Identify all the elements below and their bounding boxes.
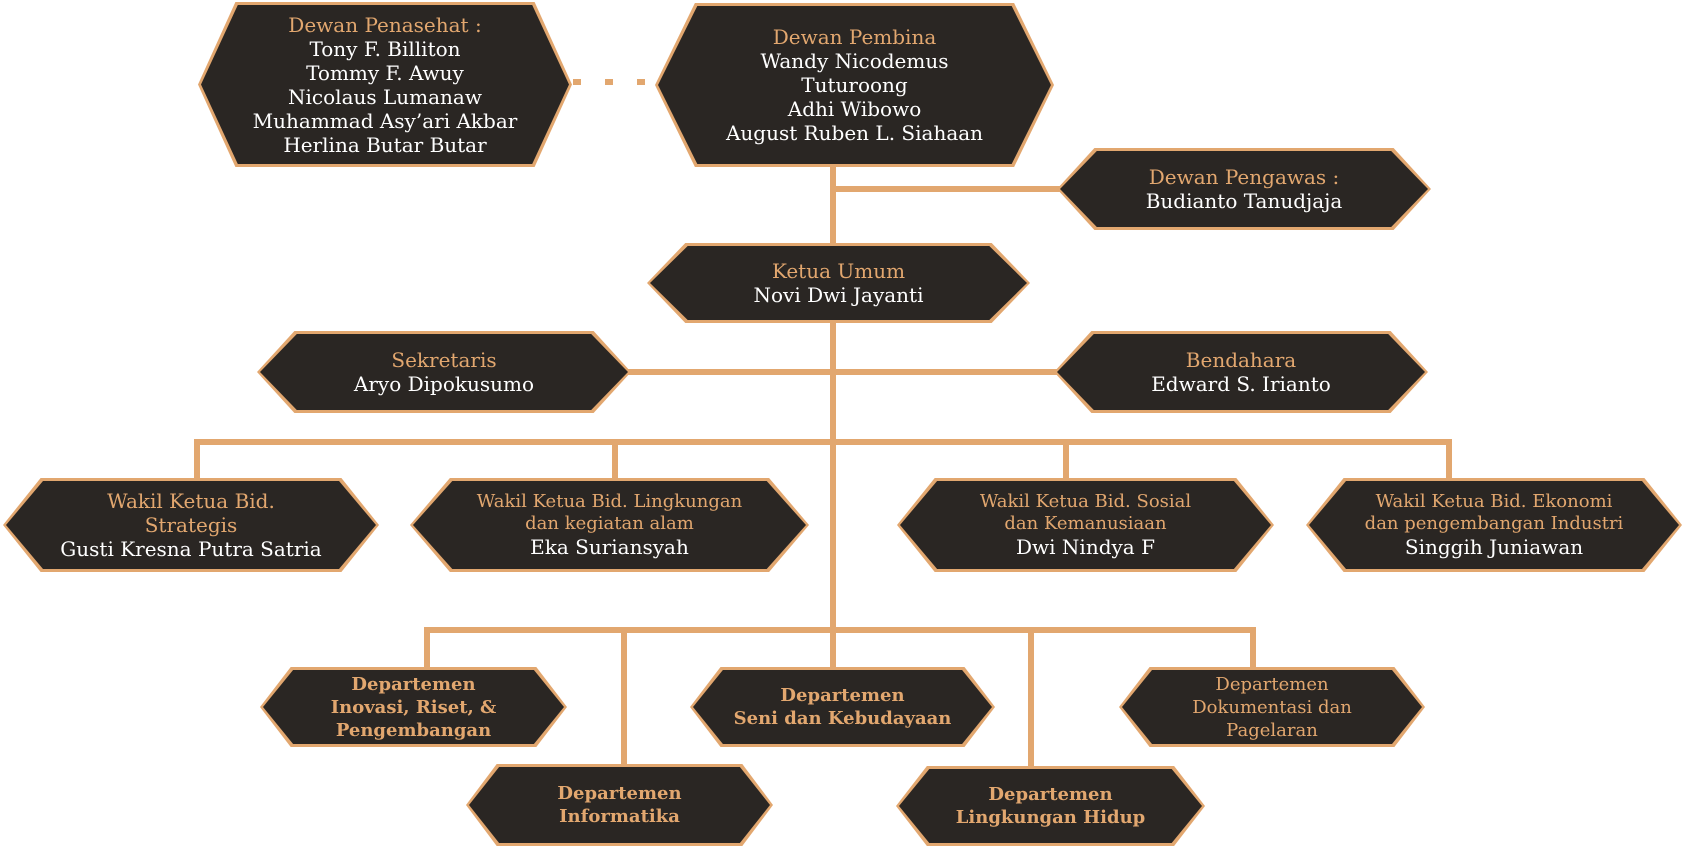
ketua-umum-name: Novi Dwi Jayanti <box>753 283 924 307</box>
wakil-ketua-title: Wakil Ketua Bid. Ekonomi <box>1375 491 1613 512</box>
dewan-penasehat-member: Tommy F. Awuy <box>306 60 464 85</box>
wakil-ketua-name: Singgih Juniawan <box>1404 535 1584 559</box>
dewan-penasehat-box: Dewan Penasehat : Tony F. Billiton Tommy… <box>198 2 572 167</box>
dewan-penasehat-member: Herlina Butar Butar <box>283 132 487 157</box>
dewan-penasehat-member: Tony F. Billiton <box>309 36 461 61</box>
dewan-pembina-member: Adhi Wibowo <box>787 97 922 121</box>
dewan-penasehat-member: Muhammad Asy’ari Akbar <box>252 108 518 133</box>
sekretaris-title: Sekretaris <box>391 348 497 372</box>
dewan-pembina-title: Dewan Pembina <box>772 25 937 49</box>
dewan-penasehat-title: Dewan Penasehat : <box>288 12 482 37</box>
departemen-seni-box: Departemen Seni dan Kebudayaan <box>690 667 995 747</box>
departemen-inovasi-box: Departemen Inovasi, Riset, & Pengembanga… <box>260 667 567 747</box>
departemen-label: Pengembangan <box>335 719 492 741</box>
departemen-label: Dokumentasi dan <box>1192 696 1352 718</box>
sekretaris-box: Sekretaris Aryo Dipokusumo <box>257 331 631 413</box>
dewan-pembina-box: Dewan Pembina Wandy Nicodemus Tuturoong … <box>655 3 1054 167</box>
wakil-ketua-title: dan kegiatan alam <box>525 513 694 534</box>
dewan-pembina-member: Wandy Nicodemus <box>760 49 949 73</box>
wakil-ketua-name: Eka Suriansyah <box>530 535 689 559</box>
wakil-ketua-title: Wakil Ketua Bid. Sosial <box>979 491 1192 512</box>
bendahara-box: Bendahara Edward S. Irianto <box>1054 331 1428 413</box>
sekretaris-name: Aryo Dipokusumo <box>353 372 535 396</box>
departemen-informatika-box: Departemen Informatika <box>466 764 773 846</box>
dewan-penasehat-member: Nicolaus Lumanaw <box>288 84 482 109</box>
ketua-umum-title: Ketua Umum <box>771 259 906 283</box>
departemen-label: Departemen <box>557 783 682 804</box>
wakil-ketua-title: dan pengembangan Industri <box>1364 513 1624 534</box>
departemen-label: Seni dan Kebudayaan <box>733 708 952 729</box>
bendahara-title: Bendahara <box>1185 348 1297 372</box>
dewan-pengawas-name: Budianto Tanudjaja <box>1145 189 1343 213</box>
ketua-umum-box: Ketua Umum Novi Dwi Jayanti <box>647 243 1030 323</box>
wakil-ketua-name: Dwi Nindya F <box>1016 535 1155 559</box>
departemen-label: Lingkungan Hidup <box>955 807 1146 828</box>
wakil-ketua-sosial-box: Wakil Ketua Bid. Sosial dan Kemanusiaan … <box>897 478 1274 572</box>
departemen-lingkungan-hidup-box: Departemen Lingkungan Hidup <box>896 766 1205 846</box>
departemen-label: Pagelaran <box>1226 719 1318 741</box>
departemen-label: Departemen <box>988 784 1113 805</box>
wakil-ketua-lingkungan-box: Wakil Ketua Bid. Lingkungan dan kegiatan… <box>410 478 809 572</box>
departemen-dokumentasi-box: Departemen Dokumentasi dan Pagelaran <box>1119 667 1425 747</box>
wakil-ketua-strategis-box: Wakil Ketua Bid. Strategis Gusti Kresna … <box>3 478 379 572</box>
wakil-ketua-name: Gusti Kresna Putra Satria <box>60 537 322 561</box>
dewan-pembina-member: Tuturoong <box>801 73 908 97</box>
departemen-label: Departemen <box>780 685 905 706</box>
departemen-label: Informatika <box>559 806 680 827</box>
dewan-pengawas-box: Dewan Pengawas : Budianto Tanudjaja <box>1057 148 1431 230</box>
dewan-pembina-member: August Ruben L. Siahaan <box>725 121 984 145</box>
wakil-ketua-ekonomi-box: Wakil Ketua Bid. Ekonomi dan pengembanga… <box>1306 478 1682 572</box>
wakil-ketua-title: Wakil Ketua Bid. <box>107 489 275 513</box>
departemen-label: Departemen <box>351 673 476 695</box>
dewan-pengawas-title: Dewan Pengawas : <box>1148 165 1340 189</box>
wakil-ketua-title: Wakil Ketua Bid. Lingkungan <box>476 491 743 512</box>
wakil-ketua-title: Strategis <box>144 513 238 537</box>
bendahara-name: Edward S. Irianto <box>1151 372 1331 396</box>
departemen-label: Inovasi, Riset, & <box>330 696 497 718</box>
departemen-label: Departemen <box>1215 673 1329 695</box>
wakil-ketua-title: dan Kemanusiaan <box>1004 513 1167 534</box>
